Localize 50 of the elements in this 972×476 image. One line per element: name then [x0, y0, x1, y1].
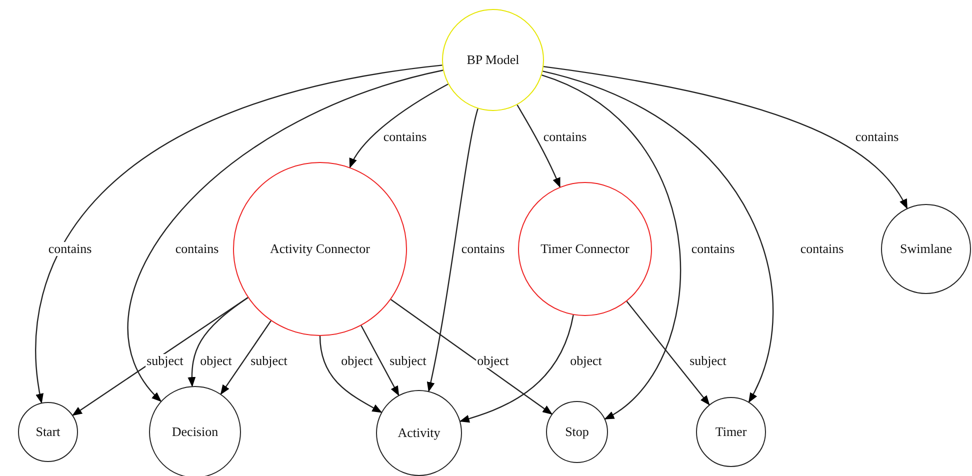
arrow	[542, 74, 681, 420]
node-label: Swimlane	[900, 241, 952, 257]
edge-label: contains	[690, 242, 736, 256]
arrow	[390, 298, 553, 415]
edge-label: contains	[799, 242, 845, 256]
edge-label: object	[569, 354, 603, 368]
class-node	[881, 204, 971, 294]
class-node	[546, 401, 608, 463]
node-label: Decision	[172, 424, 218, 440]
class-node	[442, 9, 544, 111]
node-label: Timer	[715, 424, 747, 440]
node-label: Start	[36, 424, 60, 440]
arrow	[542, 70, 774, 403]
class-node	[696, 397, 766, 467]
edge-label: object	[476, 354, 510, 368]
arrow	[516, 104, 560, 188]
node-label: Timer Connector	[540, 241, 630, 257]
edge-label: object	[340, 354, 374, 368]
edge-label: contains	[460, 242, 506, 256]
edge-label: object	[199, 354, 233, 368]
arrow	[188, 297, 248, 388]
class-node	[149, 386, 241, 476]
arrow	[72, 297, 248, 416]
arrow	[220, 320, 272, 395]
node-label: Activity Connector	[270, 241, 370, 257]
node-label: Activity	[398, 425, 440, 441]
node-label: Stop	[565, 424, 589, 440]
arrow	[360, 325, 400, 396]
arrow	[319, 336, 382, 413]
edge-label: subject	[688, 354, 728, 368]
arrow	[349, 84, 448, 168]
edge-label: subject	[146, 354, 184, 368]
edge-label: contains	[47, 242, 93, 256]
class-node	[376, 390, 462, 476]
arrow	[426, 108, 478, 392]
edge-label: subject	[388, 354, 428, 368]
arrow	[128, 70, 444, 402]
class-node	[233, 162, 407, 336]
node-label: BP Model	[466, 52, 520, 68]
arrow	[626, 301, 710, 406]
edge-label: contains	[542, 130, 588, 144]
arrow	[459, 314, 574, 423]
edge-label: contains	[382, 130, 428, 144]
arrow	[36, 64, 442, 404]
edge-label: contains	[174, 242, 220, 256]
edge-label: contains	[854, 130, 900, 144]
edge-label: subject	[250, 354, 288, 368]
class-node	[518, 182, 652, 316]
arrow	[543, 66, 908, 210]
class-node	[18, 402, 78, 462]
